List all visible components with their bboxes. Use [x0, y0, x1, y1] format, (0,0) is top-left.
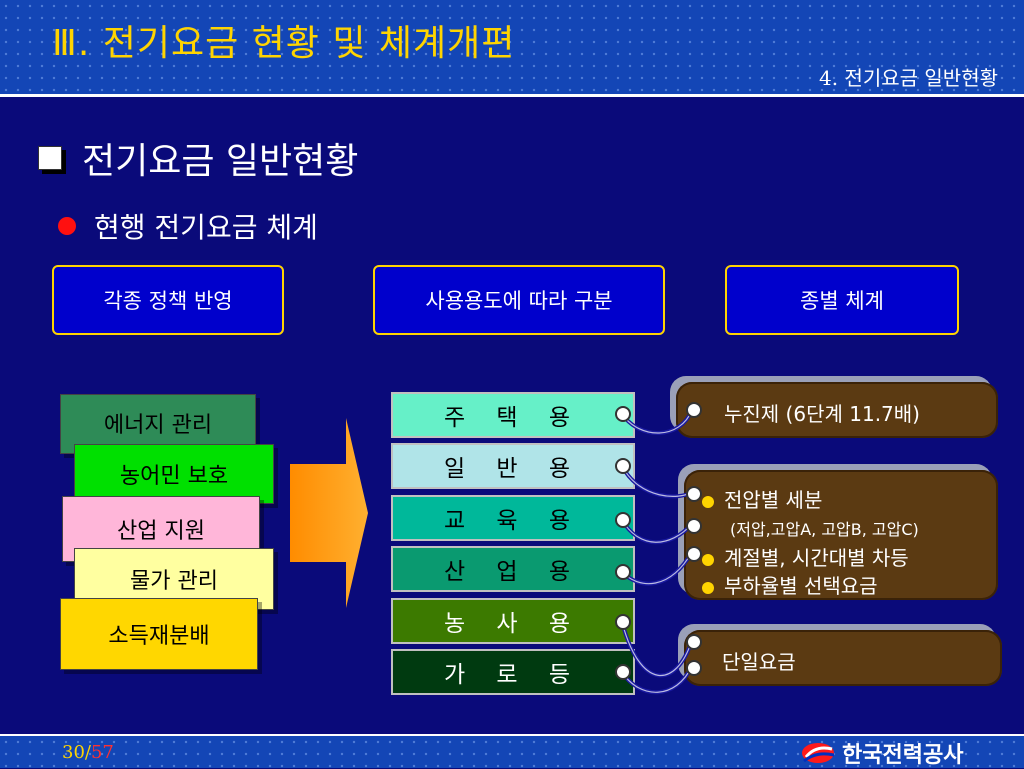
note-progressive-text: 누진제 (6단계 11.7배)	[724, 402, 920, 426]
note-single-rate-text: 단일요금	[722, 650, 796, 674]
note-general-line3: 부하율별 선택요금	[702, 570, 878, 599]
use-general: 일 반 용	[391, 443, 635, 489]
connector-knob	[686, 634, 702, 650]
category-type: 종별 체계	[725, 265, 959, 335]
use-streetlight: 가 로 등	[391, 649, 635, 695]
page-total: 57	[90, 742, 114, 763]
slide-title: Ⅲ. 전기요금 현황 및 체계개편	[52, 23, 516, 64]
slide-subtitle: 4. 전기요금 일반현황	[819, 66, 998, 90]
use-education: 교 육 용	[391, 495, 635, 541]
category-policy: 각종 정책 반영	[52, 265, 284, 335]
note-general-line1: 전압별 세분	[702, 484, 822, 513]
kepco-emblem-icon	[802, 743, 835, 763]
connector-knob	[615, 458, 631, 474]
red-dot-bullet-icon	[58, 217, 76, 235]
category-usage: 사용용도에 따라 구분	[373, 265, 665, 335]
yellow-bullet-icon	[702, 495, 714, 508]
policy-redistribution: 소득재분배	[60, 598, 258, 670]
policy-farmers: 농어민 보호	[74, 444, 274, 504]
yellow-bullet-icon	[702, 553, 714, 566]
connector-knob	[686, 518, 702, 534]
kepco-logo-text: 한국전력공사	[842, 743, 964, 768]
note-single-rate: 단일요금	[684, 630, 1002, 686]
footer-divider	[0, 734, 1024, 736]
kepco-logo: 한국전력공사	[800, 740, 964, 768]
page-number: 30/57	[62, 742, 114, 763]
yellow-bullet-icon	[702, 581, 714, 594]
header-divider	[0, 94, 1024, 97]
page-current: 30/	[62, 742, 91, 763]
connector-knob	[686, 660, 702, 676]
checkbox-bullet-icon	[38, 146, 62, 170]
use-agricultural: 농 사 용	[391, 598, 635, 644]
section-heading: 전기요금 일반현황	[38, 132, 358, 184]
connector-knob	[615, 406, 631, 422]
note-general-line3-text: 부하율별 선택요금	[724, 574, 878, 598]
header-bar	[0, 0, 1024, 94]
sub-heading-text: 현행 전기요금 체계	[94, 211, 318, 244]
use-residential: 주 택 용	[391, 392, 635, 438]
note-general-sub: (저압,고압A, 고압B, 고압C)	[730, 520, 919, 539]
connector-knob	[615, 614, 631, 630]
connector-knob	[686, 486, 702, 502]
note-general-line1-text: 전압별 세분	[724, 488, 823, 512]
connector-knob	[615, 664, 631, 680]
right-arrow-icon	[290, 418, 368, 608]
section-heading-text: 전기요금 일반현황	[82, 141, 359, 182]
note-general-line2: 계절별, 시간대별 차등	[702, 542, 909, 571]
connector-knob	[686, 402, 702, 418]
connector-knob	[615, 512, 631, 528]
note-general-rates: 전압별 세분 (저압,고압A, 고압B, 고압C) 계절별, 시간대별 차등 부…	[684, 470, 998, 600]
note-progressive: 누진제 (6단계 11.7배)	[676, 382, 998, 438]
footer-bar	[0, 736, 1024, 768]
connector-knob	[686, 546, 702, 562]
sub-heading: 현행 전기요금 체계	[58, 206, 318, 246]
connector-knob	[615, 564, 631, 580]
use-industrial: 산 업 용	[391, 546, 635, 592]
note-general-line2-text: 계절별, 시간대별 차등	[724, 546, 909, 570]
